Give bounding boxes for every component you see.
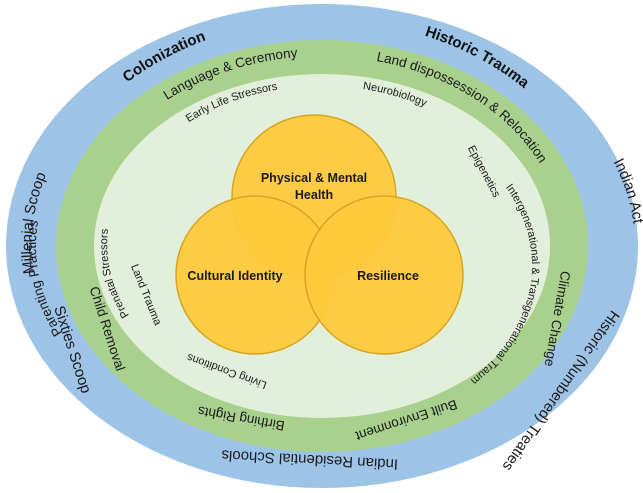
core-label-cultural-identity: Cultural Identity [187,269,282,283]
core-label-health-line1: Physical & Mental [261,171,367,185]
core-label-resilience: Resilience [357,269,419,283]
core-circle-resilience [304,195,464,355]
core-label-health-line2: Health [295,188,333,202]
